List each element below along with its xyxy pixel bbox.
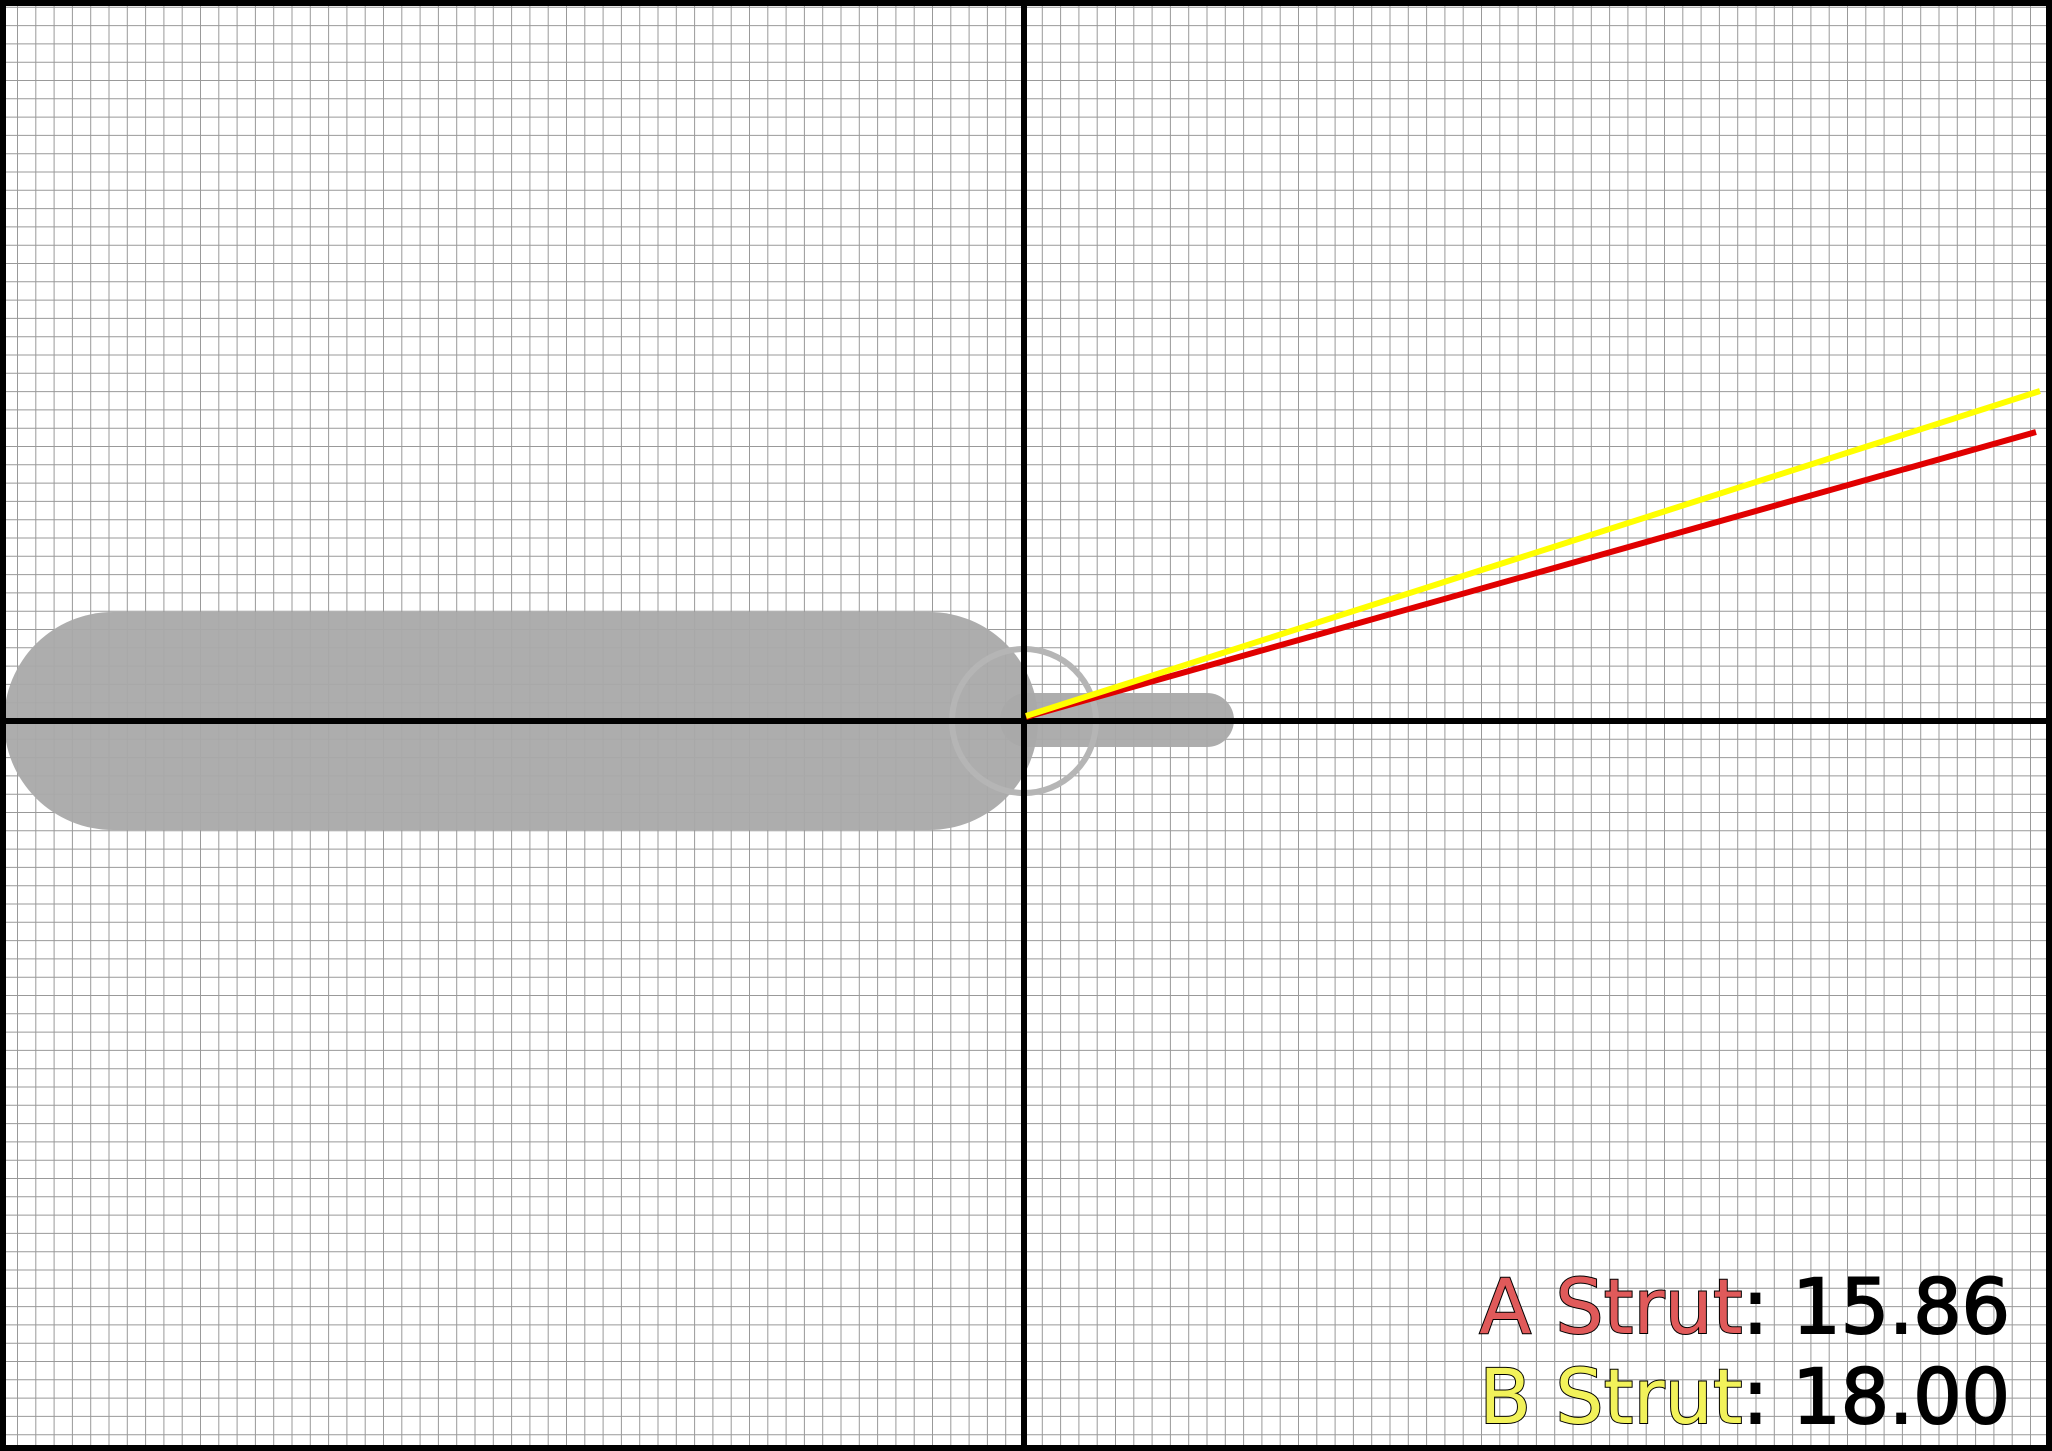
strut-b-spacer [1768,1352,1792,1441]
strut-b-separator: : [1743,1352,1769,1441]
strut-a-line [1025,429,2037,720]
strut-b-readout: B Strut: 18.00 [1479,1352,2010,1441]
strut-b-label: B Strut [1479,1352,1743,1441]
strut-b-line [1025,388,2041,719]
strut-a-separator: : [1743,1262,1769,1351]
strut-a-spacer [1768,1262,1792,1351]
strut-a-label: A Strut [1479,1262,1742,1351]
strut-b-value: 18.00 [1792,1352,2010,1441]
strut-a-value: 15.86 [1792,1262,2010,1351]
strut-a-readout: A Strut: 15.86 [1479,1262,2010,1351]
